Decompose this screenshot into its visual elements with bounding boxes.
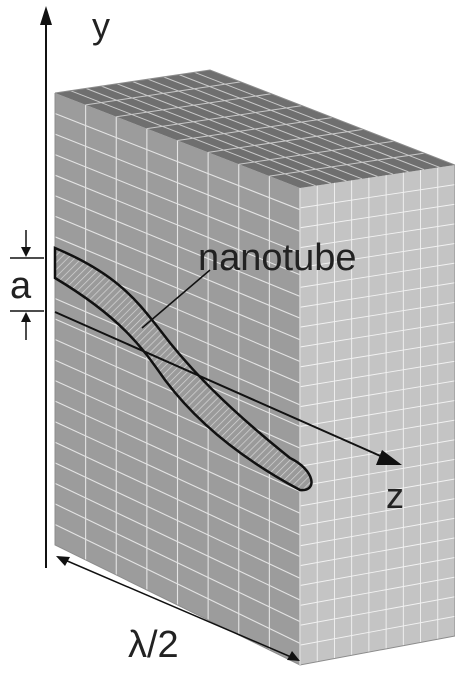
mesh-line <box>299 419 455 447</box>
mesh-line <box>299 537 455 567</box>
half-wavelength-dimension-line <box>57 556 299 661</box>
mesh-line <box>101 85 347 182</box>
mesh-line <box>178 74 425 171</box>
mesh-line <box>54 174 301 276</box>
mesh-line <box>54 441 301 558</box>
mesh-line <box>299 184 455 209</box>
mesh-line <box>299 360 455 388</box>
side-face-mesh-grid <box>299 167 455 662</box>
mesh-line <box>54 400 301 514</box>
mesh-line <box>299 243 455 268</box>
y-axis-label: y <box>92 5 110 46</box>
nanotube-pointer-line <box>141 269 211 329</box>
mesh-line <box>54 113 301 211</box>
mesh-line <box>54 133 301 232</box>
mesh-line <box>54 503 301 623</box>
z-axis-line <box>54 311 386 459</box>
amplitude-label: a <box>10 265 32 307</box>
mesh-line <box>299 262 455 288</box>
mesh-line <box>54 462 301 579</box>
mesh-line <box>299 439 455 467</box>
mesh-line <box>70 90 316 187</box>
mesh-line <box>299 380 455 408</box>
mesh-line <box>299 615 455 646</box>
mesh-line <box>54 236 301 341</box>
mesh-line <box>132 81 378 177</box>
block-side-face <box>300 165 455 665</box>
mesh-line <box>85 87 332 184</box>
mesh-line <box>299 478 455 507</box>
nanotube-label: nanotube <box>198 237 357 279</box>
mesh-line <box>54 154 301 254</box>
mesh-line <box>54 523 301 644</box>
mesh-line <box>54 421 301 536</box>
z-axis-label: z <box>386 475 404 516</box>
mesh-line <box>299 282 455 308</box>
mesh-line <box>299 203 455 229</box>
amplitude-arrowhead-bottom <box>21 312 31 322</box>
mesh-line <box>147 78 394 175</box>
mesh-line <box>54 195 301 297</box>
mesh-line <box>299 341 455 368</box>
top-face-mesh-grid <box>70 71 440 187</box>
mesh-line <box>299 301 455 328</box>
half-wavelength-arrowhead-right <box>287 651 300 661</box>
z-axis-arrowhead <box>376 450 402 465</box>
mesh-line <box>163 76 409 173</box>
mesh-line <box>299 498 455 527</box>
mesh-line <box>116 83 363 180</box>
mesh-line <box>299 321 455 348</box>
mesh-line <box>299 576 455 606</box>
mesh-line <box>299 596 455 626</box>
mesh-line <box>299 458 455 487</box>
mesh-line <box>299 517 455 547</box>
y-axis-arrowhead <box>40 6 52 25</box>
half-wavelength-label: λ/2 <box>128 624 179 666</box>
mesh-line <box>299 400 455 427</box>
amplitude-arrowhead-top <box>21 247 31 257</box>
mesh-line <box>54 482 301 601</box>
mesh-line <box>194 71 440 168</box>
block-outline <box>54 69 455 666</box>
mesh-line <box>54 380 301 493</box>
mesh-line <box>299 223 455 249</box>
mesh-line <box>54 215 301 319</box>
half-wavelength-arrowhead-left <box>56 556 70 566</box>
mesh-line <box>299 557 455 586</box>
